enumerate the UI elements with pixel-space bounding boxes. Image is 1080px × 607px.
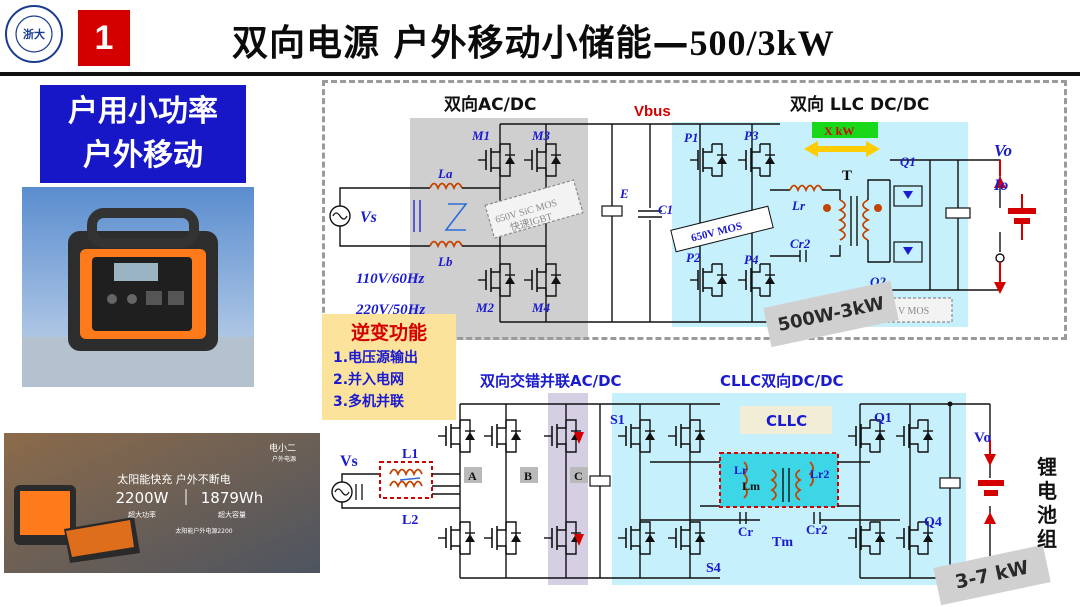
q1-label: Q1 xyxy=(900,154,916,169)
inverter-function-box xyxy=(322,314,456,420)
top-vs-label: Vs xyxy=(360,209,377,226)
m1-label: M1 xyxy=(471,128,490,143)
bottom-vo-label: Vo xyxy=(974,430,991,446)
top-acdc-title: 双向AC/DC xyxy=(444,94,536,115)
ad-power-label: 超大功率 xyxy=(128,510,156,519)
grid-label-1: 110V/60Hz xyxy=(356,271,425,287)
product-advertisement: 电小二 户外电源 太阳能快充 户外不断电 2200W 1879Wh 超大功率 超… xyxy=(4,433,320,573)
xkw-label: X kW xyxy=(824,124,854,138)
inverter-title: 逆变功能 xyxy=(350,322,427,344)
p3-label: P3 xyxy=(744,128,759,143)
l2-label: L2 xyxy=(402,513,418,528)
p1-label: P1 xyxy=(684,130,698,145)
ad-power: 2200W xyxy=(115,489,168,507)
phase-a-label: A xyxy=(468,469,477,483)
io-label: Io xyxy=(993,177,1008,194)
p2-label: P2 xyxy=(686,250,701,265)
svg-text:浙大: 浙大 xyxy=(23,27,45,41)
top-llc-title: 双向 LLC DC/DC xyxy=(790,94,929,115)
l1-label: L1 xyxy=(402,447,418,462)
ad-capacity: 1879Wh xyxy=(201,489,264,507)
q1-bottom-label: Q1 xyxy=(874,411,892,426)
inverter-item-3: 3.多机并联 xyxy=(333,394,405,410)
slide-title: 双向电源 户外移动小储能—500/3kW xyxy=(232,14,835,66)
battery-label: 锂电池组 xyxy=(1037,455,1057,551)
c1-label: C1 xyxy=(658,202,673,217)
category-line-2: 户外移动 xyxy=(83,138,203,173)
lr-label: Lr xyxy=(791,198,806,213)
q4-label: Q4 xyxy=(924,515,942,530)
ad-brand: 电小二 xyxy=(269,442,296,454)
slide-title-num: 500/3kW xyxy=(689,23,835,63)
clllc-lm-label: Lm xyxy=(742,479,760,493)
phase-b-label: B xyxy=(524,469,532,483)
la-label: La xyxy=(437,166,453,181)
slide-number-badge: 1 xyxy=(78,10,130,66)
s4-label: S4 xyxy=(706,561,721,576)
m3-label: M3 xyxy=(531,128,551,143)
m4-label: M4 xyxy=(531,300,551,315)
bottom-vs-label: Vs xyxy=(340,453,358,470)
clllc-label-box xyxy=(740,406,832,434)
ad-brand-sub: 户外电源 xyxy=(272,455,296,463)
clllc-box-label: CLLC xyxy=(766,412,807,430)
university-logo: 浙大 xyxy=(5,5,63,63)
top-circuit-frame xyxy=(322,80,1067,340)
clllc-cr-label: Cr xyxy=(738,524,753,539)
header-divider xyxy=(0,72,1080,76)
lb-label: Lb xyxy=(437,254,453,269)
category-line-1: 户用小功率 xyxy=(68,94,218,129)
s1-label: S1 xyxy=(610,413,625,428)
inverter-item-1: 1.电压源输出 xyxy=(333,350,419,366)
phase-c-label: C xyxy=(574,469,583,483)
ad-footer: 太阳能户外电源2200 xyxy=(175,527,232,535)
tm-label: Tm xyxy=(772,535,793,550)
inverter-item-2: 2.并入电网 xyxy=(333,372,405,388)
category-box: 户用小功率 户外移动 xyxy=(40,85,246,183)
slide-title-cn: 双向电源 户外移动小储能— xyxy=(232,23,690,64)
transformer-label: T xyxy=(842,168,852,184)
bottom-clllc-title: CLLC双向DC/DC xyxy=(720,372,844,390)
clllc-cr2-label: Cr2 xyxy=(806,522,828,537)
vbus-label: Vbus xyxy=(634,103,671,120)
e-label: E xyxy=(619,186,629,201)
bottom-acdc-title: 双向交错并联AC/DC xyxy=(480,372,622,390)
clllc-lr2-label: Lr2 xyxy=(810,467,829,481)
cr2-label: Cr2 xyxy=(790,236,811,251)
lv-mos-note: V MOS xyxy=(898,306,929,317)
phase-c-shade xyxy=(548,393,588,585)
ad-capacity-label: 超大容量 xyxy=(218,510,246,519)
p4-label: P4 xyxy=(744,252,759,267)
m2-label: M2 xyxy=(475,300,495,315)
vo-label: Vo xyxy=(994,141,1012,160)
ad-slogan: 太阳能快充 户外不断电 xyxy=(117,472,231,486)
portable-power-station-photo xyxy=(22,187,254,387)
clllc-lr-label: Lr xyxy=(734,463,748,477)
